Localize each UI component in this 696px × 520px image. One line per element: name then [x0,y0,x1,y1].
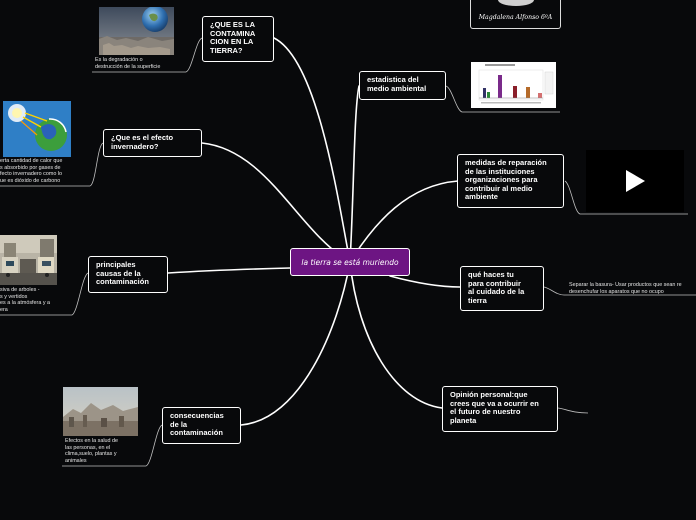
central-topic-label: la tierra se está muriendo [301,258,398,267]
node-medidas-reparacion[interactable]: medidas de reparación de las institucion… [457,154,564,208]
signature-text: Magdalena Alfonso 6ºA [471,14,560,21]
branch-estadistica [350,86,359,262]
sub-line-opinion [558,408,588,413]
note-degradacion: Es la degradación o destrucción de la su… [95,57,160,70]
traffic-pollution-photo [0,235,57,285]
note-contribuir: Separar la basura- Usar productos que se… [569,282,696,295]
note-causas: siva de arboles - s y vertidos es a la a… [0,287,50,313]
signature-card: Magdalena Alfonso 6ºA [470,0,561,29]
earth-photo [99,7,174,55]
city-smog-photo [63,387,138,436]
branch-efecto [202,143,350,262]
node-efecto-invernadero[interactable]: ¿Que es el efecto invernadero? [103,129,202,157]
branch-que-haces [390,276,460,287]
branch-causas [168,268,290,273]
greenhouse-earth-illustration [3,101,71,157]
note-efectos: Efectos en la salud de las personas, en … [65,438,118,464]
play-icon[interactable] [626,170,645,192]
statistics-bar-chart-thumbnail [471,62,556,108]
central-topic[interactable]: la tierra se está muriendo [290,248,410,276]
node-consecuencias[interactable]: consecuencias de la contaminación [162,407,241,444]
signature-image-fragment [471,0,562,10]
video-thumbnail[interactable] [586,150,684,212]
node-que-es-contaminacion[interactable]: ¿QUE ES LA CONTAMINA CION EN LA TIERRA? [202,16,274,62]
branch-consecuencias [241,262,350,425]
node-que-haces-tu[interactable]: qué haces tu para contribuir al cuidado … [460,266,544,311]
node-opinion-personal[interactable]: Opinión personal:que crees que va a ocur… [442,386,558,432]
node-estadistica[interactable]: estadistica del medio ambiental [359,71,446,100]
node-principales-causas[interactable]: principales causas de la contaminación [88,256,168,293]
note-efecto: erta cantidad de calor que s absorbido p… [0,158,62,184]
